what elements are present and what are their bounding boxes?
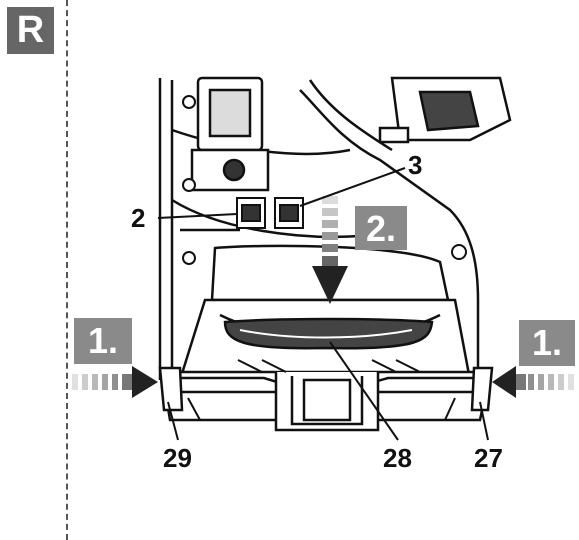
leader-lines (157, 167, 489, 441)
step-2-label: 2. (355, 206, 407, 250)
leader-line-3 (299, 167, 406, 207)
left-push-arrow (72, 366, 158, 398)
dashed-separator-line (66, 0, 68, 540)
leader-line-29 (167, 401, 179, 441)
base-plate (160, 359, 492, 432)
step-1-right-label: 1. (519, 320, 575, 366)
side-latches (158, 366, 494, 412)
release-buttons (236, 197, 304, 229)
callout-3: 3 (408, 150, 423, 180)
motor-block (378, 76, 512, 144)
leader-line-2 (157, 213, 238, 219)
down-arrow (312, 196, 348, 304)
leader-line-28 (329, 341, 399, 441)
section-tag-r: R (7, 7, 54, 54)
callout-2: 2 (131, 203, 146, 233)
step-1-left-label: 1. (74, 318, 132, 364)
callout-29: 29 (163, 443, 192, 473)
callout-27: 27 (474, 443, 503, 473)
callout-28: 28 (383, 443, 412, 473)
top-handle (190, 76, 270, 192)
right-push-arrow (492, 366, 574, 398)
leader-line-27 (479, 401, 489, 441)
